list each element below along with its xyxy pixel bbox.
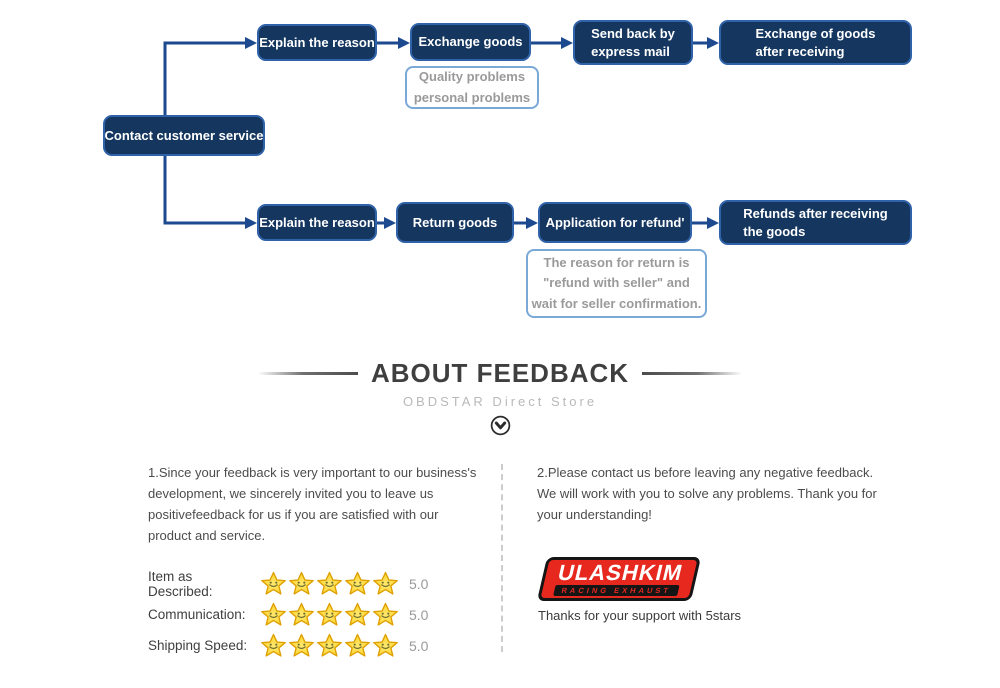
rating-row-item-as-described: Item as Described: 5.0: [148, 568, 428, 599]
flow-node-explain-reason-exchange: Explain the reason: [257, 24, 377, 61]
flow-node-label: Exchange goods: [418, 34, 523, 50]
thanks-message: Thanks for your support with 5stars: [538, 608, 742, 623]
star-icon: [344, 570, 371, 597]
star-icon: [288, 632, 315, 659]
star-icon: [316, 570, 343, 597]
star-icon: [344, 632, 371, 659]
flow-note-text: Quality problems personal problems: [413, 69, 531, 105]
flow-node-application-for-refund: Application for refund': [538, 202, 692, 243]
flow-node-label: Refunds after receiving the goods: [743, 205, 888, 239]
flow-node-label: Return goods: [412, 214, 498, 230]
star-icon: [344, 601, 371, 628]
rating-stars: [260, 601, 400, 628]
store-name: OBDSTAR Direct Store: [402, 394, 598, 409]
logo-badge: ULASHKIM RACING EXHAUST: [536, 557, 702, 601]
flow-note-text: The reason for return is "refund with se…: [531, 255, 702, 311]
logo-brand-name: ULASHKIM: [555, 560, 686, 585]
feedback-note-1: 1.Since your feedback is very important …: [148, 465, 477, 543]
rating-label: Item as Described:: [148, 568, 213, 599]
feedback-note-2: 2.Please contact us before leaving any n…: [537, 465, 877, 522]
rating-stars: [260, 570, 400, 597]
star-icon: [288, 601, 315, 628]
flow-node-return-goods: Return goods: [396, 202, 514, 243]
star-icon: [372, 570, 399, 597]
flow-node-label: Application for refund': [545, 214, 685, 230]
ulashkim-logo: ULASHKIM RACING EXHAUST: [536, 557, 702, 601]
star-icon: [260, 601, 287, 628]
rating-value: 5.0: [409, 606, 429, 623]
star-icon: [260, 570, 287, 597]
star-icon: [316, 632, 343, 659]
flow-note-refund-reason: The reason for return is "refund with se…: [526, 249, 707, 318]
flow-node-contact-customer-service: Contact customer service: [103, 115, 265, 156]
flow-node-exchange-goods: Exchange goods: [410, 23, 531, 61]
rating-value: 5.0: [409, 575, 429, 592]
flow-node-exchange-after-receiving: Exchange of goods after receiving: [719, 20, 912, 65]
star-icon: [372, 601, 399, 628]
rating-row-shipping-speed: Shipping Speed: 5.0: [148, 630, 428, 661]
flow-node-label: Send back by express mail: [591, 25, 675, 59]
flow-node-label: Explain the reason: [259, 34, 375, 50]
rating-row-communication: Communication: 5.0: [148, 599, 428, 630]
chevron-down-circle-icon: [490, 415, 510, 436]
flow-node-label: Exchange of goods after receiving: [755, 25, 876, 59]
scroll-hint: [0, 415, 1000, 441]
star-icon: [316, 601, 343, 628]
star-icon: [372, 632, 399, 659]
star-icon: [260, 632, 287, 659]
rating-label: Shipping Speed:: [148, 638, 248, 653]
title-rule-right: [642, 372, 743, 375]
rating-label: Communication:: [148, 607, 246, 622]
star-icon: [288, 570, 315, 597]
about-feedback-header: ABOUT FEEDBACK OBDSTAR Direct Store: [0, 358, 1000, 441]
seller-ratings: Item as Described: 5.0 Communication:: [148, 568, 428, 661]
flow-note-quality-problems: Quality problems personal problems: [405, 66, 539, 109]
flow-node-label: Contact customer service: [104, 127, 264, 143]
flow-node-refunds-after-receiving: Refunds after receiving the goods: [719, 200, 912, 245]
title-rule-left: [257, 372, 358, 375]
rating-value: 5.0: [409, 637, 429, 654]
logo-tagline: RACING EXHAUST: [553, 585, 680, 596]
rating-stars: [260, 632, 400, 659]
section-title: ABOUT FEEDBACK: [370, 358, 630, 388]
flow-node-send-back-express: Send back by express mail: [573, 20, 693, 65]
column-divider: [501, 464, 503, 652]
flow-node-explain-reason-refund: Explain the reason: [257, 204, 377, 241]
flow-node-label: Explain the reason: [259, 214, 375, 230]
